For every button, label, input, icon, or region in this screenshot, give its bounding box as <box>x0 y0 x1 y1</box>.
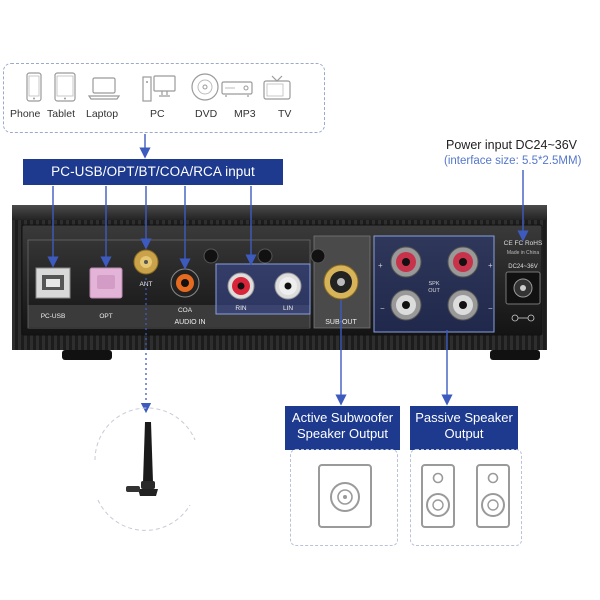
chassis-top <box>12 205 547 221</box>
device-sources-box <box>3 63 325 133</box>
device-label-laptop: Laptop <box>86 108 119 120</box>
device-label-pc: PC <box>150 108 165 120</box>
mp3-icon <box>221 81 253 97</box>
device-label-tablet: Tablet <box>47 108 76 120</box>
device-label-mp3: MP3 <box>234 108 256 120</box>
label-spk-out: OUT <box>428 288 440 294</box>
made-in: Made in China <box>507 250 539 256</box>
tablet-icon <box>54 72 76 102</box>
label-spk: SPK <box>428 281 439 287</box>
speaker-terminals: + + − − <box>378 246 493 321</box>
passive-line1: Passive Speaker <box>415 410 513 425</box>
passive-line2: Output <box>444 426 484 441</box>
svg-text:−: − <box>488 304 493 313</box>
power-interface-size: (interface size: 5.5*2.5MM) <box>444 155 582 167</box>
phone-icon <box>26 72 42 102</box>
label-opt: OPT <box>99 313 112 320</box>
svg-text:+: + <box>488 261 493 270</box>
device-label-tv: TV <box>278 108 292 120</box>
svg-text:+: + <box>378 261 383 270</box>
antenna-icon <box>126 422 158 496</box>
subwoofer-icon <box>318 464 372 528</box>
label-audio-in: AUDIO IN <box>174 319 205 326</box>
foot-left <box>62 350 112 360</box>
speaker-left-icon <box>421 464 455 528</box>
pc-icon <box>142 75 176 102</box>
subwoofer-box <box>290 449 398 546</box>
input-arrows <box>47 186 257 270</box>
speaker-right-icon <box>476 464 510 528</box>
dvd-icon <box>191 73 219 101</box>
input-banner: PC-USB/OPT/BT/COA/RCA input <box>23 159 283 185</box>
svg-text:−: − <box>380 304 385 313</box>
passive-speaker-label: Passive Speaker Output <box>410 406 518 450</box>
foot-right <box>490 350 540 360</box>
label-dc: DC24~36V <box>508 264 538 270</box>
tv-icon <box>263 75 291 100</box>
device-label-phone: Phone <box>10 108 41 120</box>
laptop-icon <box>88 77 120 100</box>
subwoofer-output-label: Active Subwoofer Speaker Output <box>285 406 400 450</box>
cert-marks: CE FC RoHS <box>504 240 543 247</box>
label-usb: PC-USB <box>41 313 66 320</box>
power-input-title: Power input DC24~36V <box>446 138 577 152</box>
passive-speaker-box <box>410 449 522 546</box>
label-rin: RIN <box>235 305 247 312</box>
subwoofer-line1: Active Subwoofer <box>291 410 394 425</box>
label-coa: COA <box>178 307 193 314</box>
subwoofer-line2: Speaker Output <box>296 426 389 441</box>
label-lin: LIN <box>283 305 293 312</box>
device-label-dvd: DVD <box>195 108 218 120</box>
